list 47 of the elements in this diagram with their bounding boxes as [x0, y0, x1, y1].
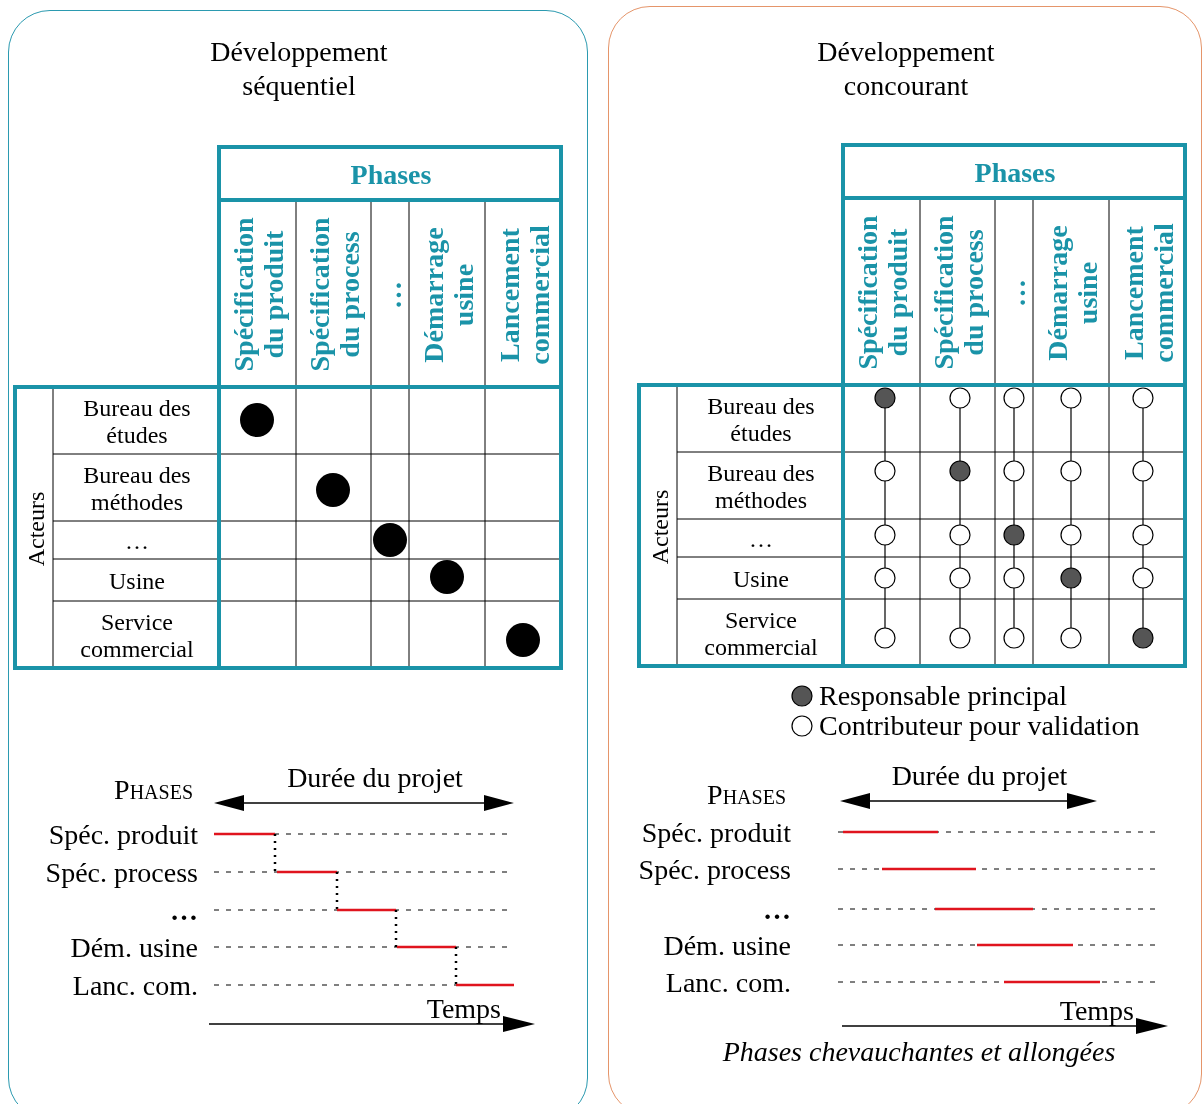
panel-title: Développement séquentiel	[209, 35, 389, 103]
row-group-label: Acteurs	[645, 489, 673, 564]
column-header: Lancement commercial	[1118, 221, 1178, 365]
row-header: Bureau des méthodes	[706, 459, 816, 514]
row-header: …	[748, 525, 774, 553]
row-header: Usine	[108, 567, 166, 595]
phase-label: …	[763, 894, 791, 926]
legend-label: Responsable principal	[819, 680, 1068, 712]
row-header: Bureau des études	[82, 394, 192, 449]
column-header: …	[1000, 277, 1030, 309]
chart-caption: Phases chevauchantes et allongées	[722, 1036, 1116, 1068]
legend-label: Contributeur pour validation	[819, 710, 1140, 742]
panel-title: Développement concourant	[816, 35, 996, 103]
column-header: Spécification du process	[304, 216, 365, 374]
table-header: Phases	[974, 157, 1056, 188]
column-header: Spécification du process	[928, 214, 989, 372]
phase-label: Lanc. com.	[72, 970, 198, 1002]
phase-label: Spéc. produit	[641, 817, 791, 849]
axis-label: Temps	[1059, 995, 1134, 1027]
row-group-label: Acteurs	[21, 491, 49, 566]
phase-label: Dém. usine	[663, 930, 791, 962]
row-header: Service commercial	[79, 608, 195, 663]
row-header: Usine	[732, 565, 790, 593]
row-header: Bureau des méthodes	[82, 461, 192, 516]
row-header: …	[124, 527, 150, 555]
dimension-label: Durée du projet	[891, 760, 1068, 792]
axis-label: Temps	[426, 993, 501, 1025]
phase-label: Spéc. process	[638, 854, 791, 886]
row-header: Bureau des études	[706, 392, 816, 447]
row-header: Service commercial	[703, 606, 819, 661]
phase-label: Spéc. process	[45, 857, 198, 889]
column-header: Spécification du produit	[852, 214, 913, 372]
panel	[608, 6, 1202, 1104]
panel	[8, 10, 588, 1104]
phase-label: Dém. usine	[70, 932, 198, 964]
phase-label: Lanc. com.	[665, 967, 791, 999]
phase-label: …	[170, 895, 198, 927]
chart-heading: Phases	[114, 774, 193, 806]
dimension-label: Durée du projet	[287, 762, 463, 794]
phase-label: Spéc. produit	[48, 819, 198, 851]
column-header: Spécification du produit	[228, 216, 289, 374]
column-header: Lancement commercial	[494, 223, 554, 367]
column-header: Démarrage usine	[418, 225, 478, 365]
column-header: Démarrage usine	[1042, 223, 1102, 363]
chart-heading: Phases	[707, 779, 786, 811]
table-header: Phases	[350, 159, 432, 190]
column-header: …	[376, 279, 406, 311]
